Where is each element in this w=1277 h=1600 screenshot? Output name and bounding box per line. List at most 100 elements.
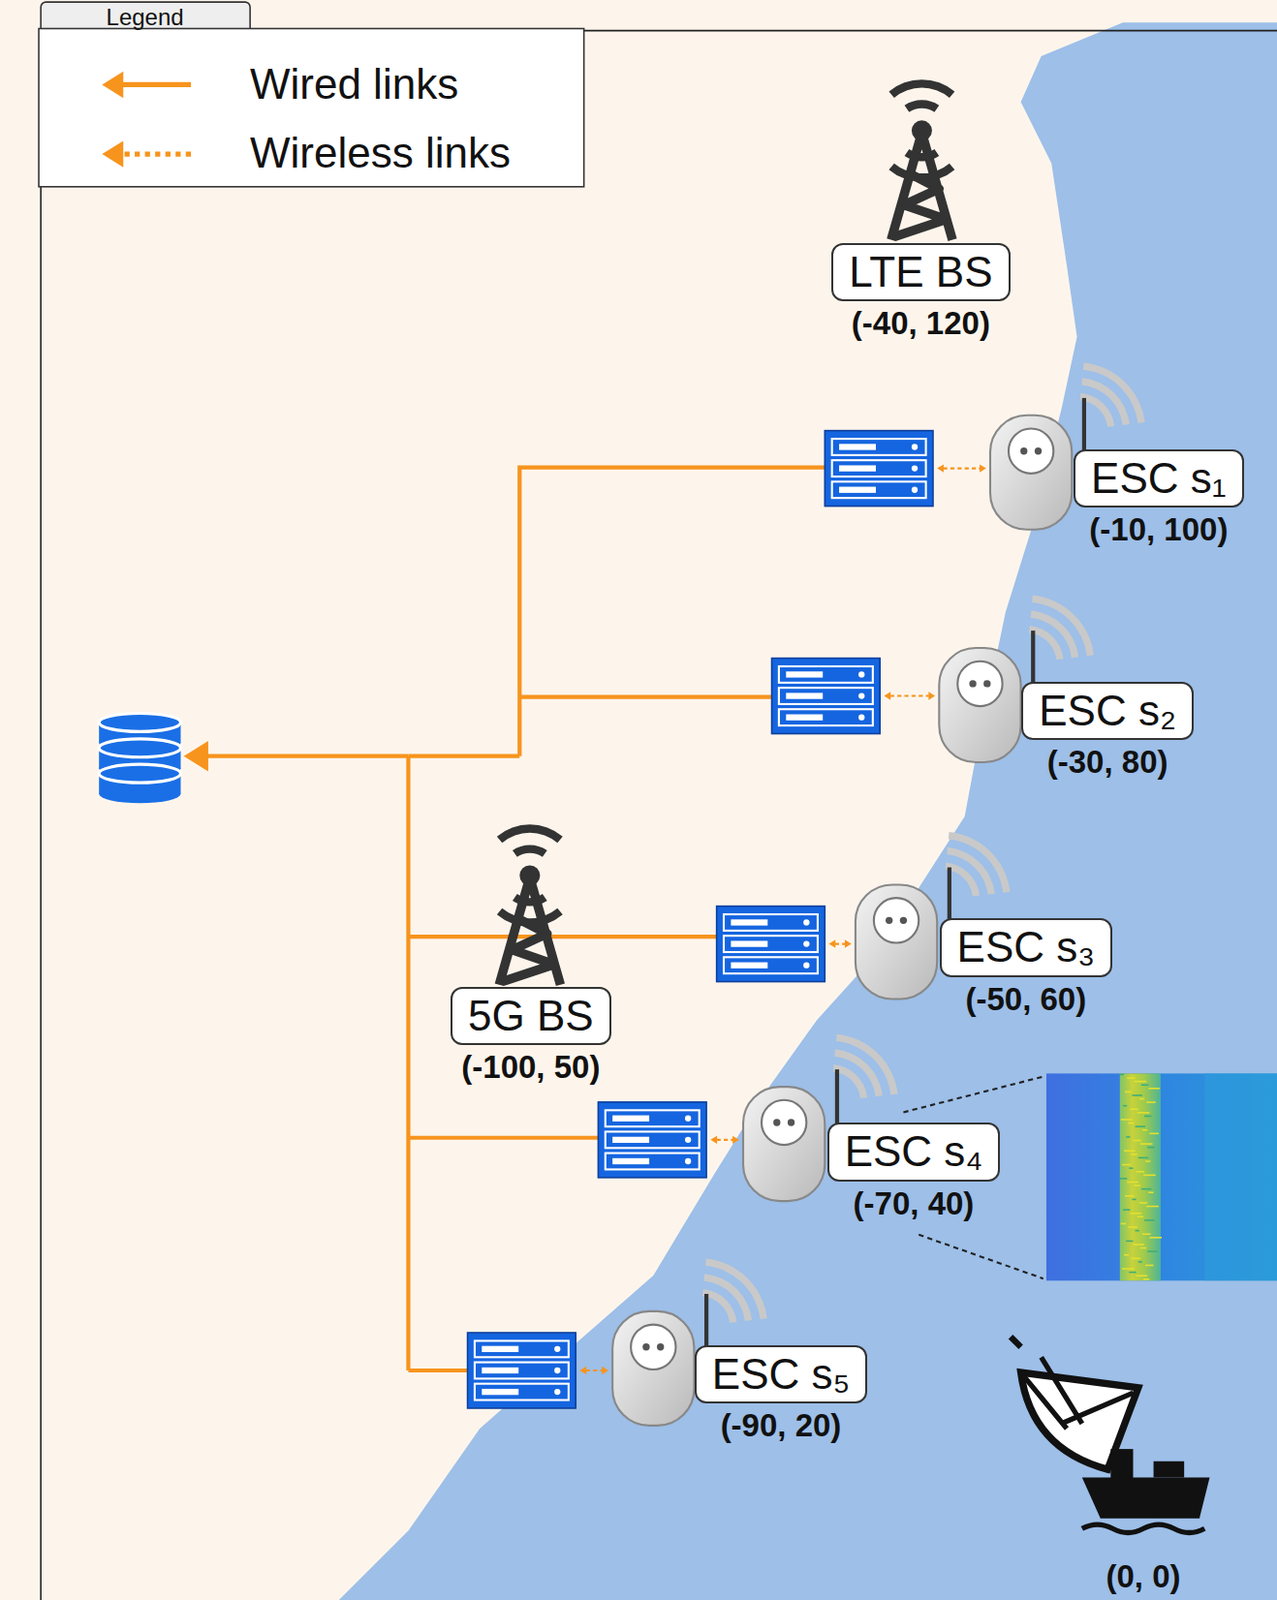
spectrogram-texture bbox=[1147, 1250, 1158, 1253]
spectrogram-texture bbox=[1123, 1254, 1129, 1257]
spectrogram-texture bbox=[1122, 1209, 1130, 1212]
spectrogram-texture bbox=[1137, 1112, 1151, 1115]
spectrogram-texture bbox=[1131, 1094, 1143, 1097]
spectrogram-texture bbox=[1120, 1074, 1124, 1077]
wireless-arrowhead bbox=[883, 691, 891, 700]
sea-region bbox=[337, 22, 1277, 1600]
spectrogram-texture bbox=[1121, 1164, 1131, 1167]
spectrogram-texture bbox=[1145, 1265, 1153, 1268]
station-name: ESC s₁ bbox=[1073, 449, 1245, 509]
database-icon bbox=[98, 713, 181, 804]
coordinate-label: (0, 0) bbox=[1106, 1558, 1182, 1596]
base-station-label: 5G BS(-100, 50) bbox=[450, 987, 612, 1088]
inset-leader bbox=[918, 1235, 1044, 1279]
spectrogram-texture bbox=[1127, 1226, 1137, 1229]
wireless-link bbox=[586, 1370, 603, 1372]
legend-title: Legend bbox=[106, 3, 185, 32]
base-station-label: LTE BS(-40, 120) bbox=[831, 243, 1010, 343]
spectrogram-texture bbox=[1148, 1191, 1153, 1194]
wired-link bbox=[519, 695, 772, 700]
wireless-arrowhead bbox=[732, 1136, 740, 1145]
wired-link bbox=[407, 754, 520, 759]
wireless-arrowhead bbox=[936, 464, 944, 472]
wireless-link bbox=[716, 1139, 734, 1142]
wireless-arrowhead bbox=[928, 691, 935, 700]
spectrogram-texture bbox=[1143, 1278, 1150, 1281]
ship-radar-icon bbox=[1010, 1337, 1210, 1533]
spectrogram-texture bbox=[1121, 1223, 1126, 1226]
wireless-arrowhead bbox=[829, 939, 837, 948]
esc-sensor-label: ESC s₁(-10, 100) bbox=[1073, 449, 1245, 550]
wireless-arrowhead bbox=[601, 1367, 609, 1375]
spectrogram-texture bbox=[1122, 1105, 1127, 1108]
spectrogram-texture bbox=[1146, 1206, 1159, 1209]
edge-server-icon bbox=[824, 431, 934, 507]
spectrogram-texture bbox=[1141, 1084, 1149, 1087]
spectrogram-texture bbox=[1140, 1247, 1147, 1250]
spectrogram-shade bbox=[1204, 1073, 1277, 1281]
spectrogram-texture bbox=[1136, 1275, 1149, 1277]
spectrogram-texture bbox=[1135, 1230, 1140, 1233]
esc-sensor-label: ESC s₄(-70, 40) bbox=[827, 1122, 1001, 1223]
spectrogram-texture bbox=[1145, 1160, 1151, 1163]
station-name: ESC s₅ bbox=[694, 1345, 868, 1405]
spectrogram-band bbox=[1120, 1073, 1161, 1281]
wireless-arrowhead bbox=[844, 939, 852, 948]
edge-server-icon bbox=[597, 1102, 707, 1179]
coordinate-label: (-50, 60) bbox=[965, 981, 1088, 1019]
coordinate-label: (-100, 50) bbox=[461, 1049, 600, 1087]
station-name: ESC s₄ bbox=[827, 1122, 1001, 1183]
wireless-arrowhead bbox=[710, 1136, 717, 1145]
edge-server-icon bbox=[772, 658, 881, 735]
wireless-link bbox=[890, 695, 930, 698]
spectrogram-texture bbox=[1137, 1216, 1144, 1219]
spectrogram-texture bbox=[1139, 1098, 1145, 1101]
spectrogram-texture bbox=[1132, 1244, 1145, 1246]
spectrogram-texture bbox=[1130, 1258, 1140, 1261]
legend-label: Wireless links bbox=[249, 128, 511, 178]
wireless-link bbox=[835, 943, 846, 946]
spectrogram-texture bbox=[1121, 1119, 1133, 1122]
legend-wireless-sample bbox=[124, 151, 191, 156]
spectrogram-texture bbox=[1121, 1268, 1135, 1271]
wireless-arrowhead bbox=[979, 464, 987, 472]
spectrogram-texture bbox=[1149, 1133, 1158, 1136]
inset-leader bbox=[903, 1077, 1043, 1114]
spectrogram-texture bbox=[1128, 1167, 1133, 1170]
spectrogram-texture bbox=[1129, 1213, 1142, 1215]
station-name: ESC s₃ bbox=[939, 918, 1114, 978]
spectrogram-texture bbox=[1132, 1140, 1141, 1143]
spectrogram-texture bbox=[1123, 1150, 1136, 1153]
station-name: ESC s₂ bbox=[1021, 682, 1194, 742]
wireless-arrowhead bbox=[579, 1367, 587, 1375]
legend-wired-head bbox=[101, 71, 124, 98]
spectrogram-texture bbox=[1144, 1219, 1155, 1222]
station-name: 5G BS bbox=[450, 987, 612, 1047]
spectrogram-texture bbox=[1136, 1171, 1145, 1174]
coordinate-label: (-90, 20) bbox=[720, 1407, 842, 1445]
edge-server-icon bbox=[716, 906, 826, 983]
spectrogram-texture bbox=[1125, 1136, 1130, 1139]
spectrogram-texture bbox=[1147, 1147, 1154, 1150]
spectrogram-texture bbox=[1125, 1241, 1133, 1244]
wired-link bbox=[407, 1136, 598, 1141]
spectrogram-texture bbox=[1124, 1091, 1131, 1094]
spectrogram-texture bbox=[1139, 1202, 1148, 1205]
wired-arrowhead bbox=[184, 741, 209, 773]
spectrogram-texture bbox=[1140, 1143, 1153, 1146]
base-station-icon bbox=[888, 79, 955, 240]
spectrogram-texture bbox=[1126, 1077, 1135, 1080]
spectrogram-texture bbox=[1128, 1272, 1136, 1275]
esc-sensor-label: ESC s₅(-90, 20) bbox=[694, 1345, 868, 1446]
legend-label: Wired links bbox=[249, 60, 459, 109]
spectrogram-texture bbox=[1134, 1184, 1141, 1187]
base-station-icon bbox=[497, 824, 563, 985]
legend-box bbox=[38, 29, 585, 187]
spectrogram-inset bbox=[1046, 1073, 1277, 1281]
legend-wired-sample bbox=[122, 82, 191, 88]
spectrogram-texture bbox=[1148, 1088, 1160, 1091]
coordinate-label: (-70, 40) bbox=[853, 1185, 975, 1223]
spectrogram-texture bbox=[1126, 1182, 1139, 1184]
spectrogram-texture bbox=[1142, 1233, 1151, 1236]
